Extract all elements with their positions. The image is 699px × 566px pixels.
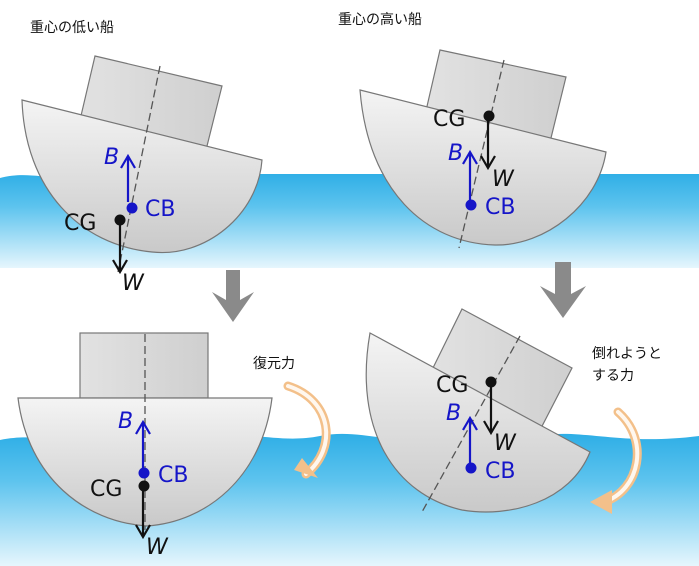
ship-centerline [458,59,505,249]
buoyancy-label: B [448,141,463,166]
center-of-gravity-point [114,214,126,226]
center-of-buoyancy-point [126,202,138,214]
ship-hull [21,99,263,254]
cg-label: CG [90,477,122,502]
ship-low-cg-tilted: B CB CG W [21,55,263,296]
down-arrow-icon [212,270,254,322]
center-of-buoyancy-point [465,462,477,474]
ship-hull [365,332,591,513]
cb-label: CB [485,195,515,220]
restoring-force-label: 復元力 [253,355,295,372]
buoyancy-label: B [446,401,461,426]
cb-label: CB [485,459,515,484]
cg-label: CG [433,107,465,132]
ship-low-cg-upright: B CB CG W [17,332,273,560]
weight-label: W [494,431,517,456]
title-high-cg: 重心の高い船 [338,11,422,28]
curved-rotation-arrow-icon [283,381,331,479]
weight-arrowhead [135,524,151,540]
capsizing-force-label-line1: 倒れようと [592,346,662,362]
weight-arrowhead [480,155,496,171]
cb-label: CB [145,197,175,222]
cg-label: CG [436,373,468,398]
center-of-gravity-point [138,480,150,492]
curved-rotation-arrow-icon [590,407,642,514]
weight-arrowhead [112,259,128,275]
buoyancy-arrowhead [462,415,478,431]
buoyancy-arrowhead [462,149,478,165]
ship-high-cg-capsizing: CG B W CB [365,308,591,513]
down-arrow-icon [540,262,586,318]
center-of-buoyancy-point [465,199,477,211]
weight-label: W [122,271,145,296]
center-of-buoyancy-point [138,467,150,479]
ship-cabin [79,332,209,399]
cg-label: CG [64,211,96,236]
capsizing-force-label-line2: する力 [592,368,634,384]
ship-high-cg-tilted: CG B W CB [359,49,607,249]
buoyancy-label: B [104,145,119,170]
title-low-cg: 重心の低い船 [30,20,114,36]
ship-centerline [117,65,161,273]
weight-label: W [146,535,169,560]
weight-label: W [492,167,515,192]
buoyancy-label: B [118,409,133,434]
center-of-gravity-point [483,110,495,122]
weight-arrowhead [483,420,499,436]
buoyancy-arrowhead [120,153,136,169]
center-of-gravity-point [485,376,497,388]
buoyancy-arrowhead [135,419,151,435]
ship-hull [359,89,607,246]
cb-label: CB [158,463,188,488]
